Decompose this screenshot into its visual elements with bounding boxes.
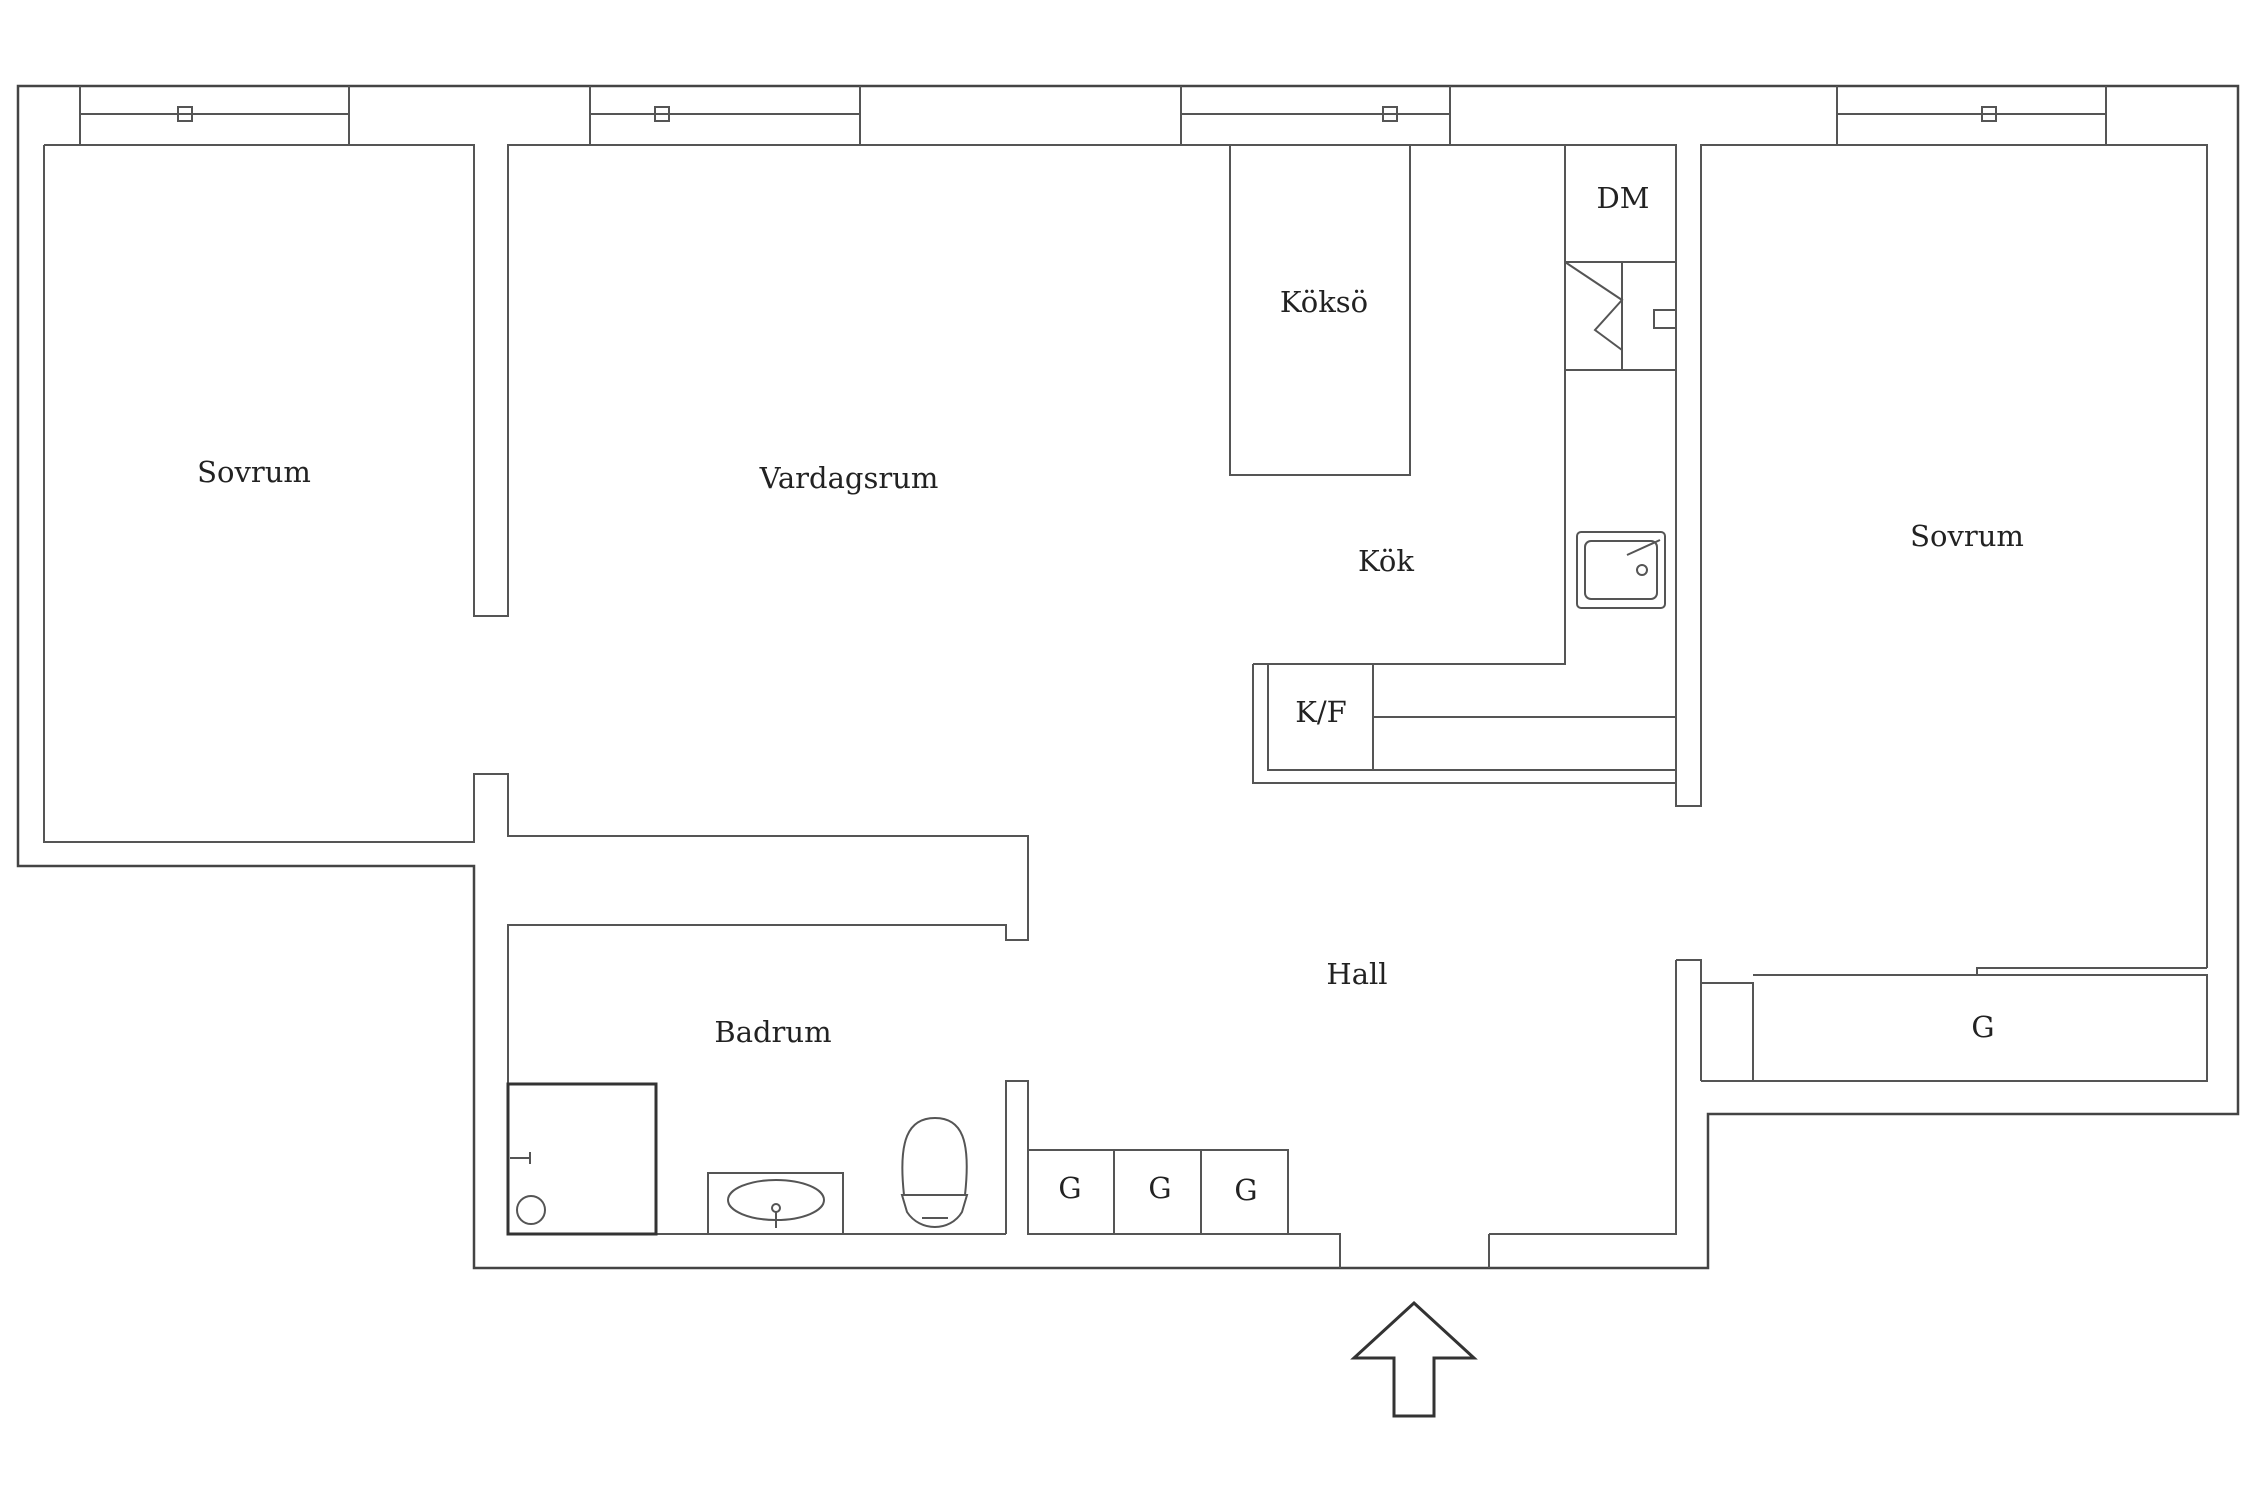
closet-bedroom: [1489, 959, 2208, 1235]
window-icon: [589, 86, 861, 145]
window-icon: [1836, 86, 2107, 145]
label-kokso: Köksö: [1280, 285, 1368, 319]
toilet-icon: [900, 1116, 969, 1228]
hall-closets: [1005, 1080, 1490, 1268]
window-icon: [1180, 86, 1451, 145]
label-badrum: Badrum: [714, 1015, 831, 1049]
label-g-hall-1: G: [1058, 1171, 1081, 1205]
window-icon: [79, 86, 350, 145]
shower-icon: [506, 1082, 658, 1236]
label-kok: Kök: [1358, 544, 1414, 578]
label-sovrum-left: Sovrum: [197, 455, 311, 489]
sink-icon: [707, 1172, 844, 1235]
label-vardagsrum: Vardagsrum: [759, 461, 939, 495]
label-g-hall-3: G: [1234, 1173, 1257, 1207]
exterior-walls: [16, 84, 2240, 1270]
kitchen-island: [1229, 144, 1411, 476]
label-dm: DM: [1597, 181, 1650, 215]
room-sovrum-left: [43, 144, 2208, 1235]
label-g-hall-2: G: [1148, 1171, 1171, 1205]
label-hall: Hall: [1326, 957, 1387, 991]
label-kf: K/F: [1295, 695, 1347, 729]
kitchen-counter: [1252, 145, 1677, 784]
entrance-arrow-icon: [1350, 1300, 1478, 1418]
sink-icon: [1576, 531, 1666, 609]
label-sovrum-right: Sovrum: [1910, 519, 2024, 553]
label-g-bedroom: G: [1971, 1010, 1994, 1044]
